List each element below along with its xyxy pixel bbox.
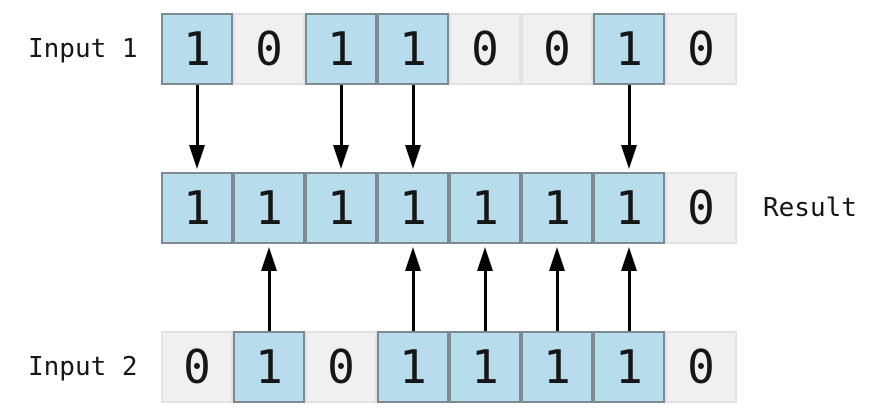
result-bit-6: 1 [593,172,665,244]
input1-bit-0: 1 [161,13,233,85]
up-arrow-icon [549,247,565,331]
result-row: 1 1 1 1 1 1 1 0 [161,172,737,244]
input1-bit-7: 0 [665,13,737,85]
down-arrow-icon [333,85,349,169]
input2-bit-5: 1 [521,331,593,403]
input1-bit-2: 1 [305,13,377,85]
input2-bit-7: 0 [665,331,737,403]
result-bit-7: 0 [665,172,737,244]
input2-bit-1: 1 [233,331,305,403]
result-bit-3: 1 [377,172,449,244]
result-bit-1: 1 [233,172,305,244]
input2-bit-3: 1 [377,331,449,403]
down-arrow-icon [405,85,421,169]
down-arrow-icon [189,85,205,169]
up-arrow-icon [621,247,637,331]
input1-bit-4: 0 [449,13,521,85]
up-arrow-icon [477,247,493,331]
input1-label: Input 1 [28,34,138,64]
input1-bit-1: 0 [233,13,305,85]
down-arrow-icon [621,85,637,169]
result-label: Result [763,193,857,223]
input2-bit-2: 0 [305,331,377,403]
result-bit-0: 1 [161,172,233,244]
input2-label: Input 2 [28,352,138,382]
input2-bit-6: 1 [593,331,665,403]
input2-bit-0: 0 [161,331,233,403]
input1-bit-3: 1 [377,13,449,85]
result-bit-2: 1 [305,172,377,244]
input1-bit-6: 1 [593,13,665,85]
input1-bit-5: 0 [521,13,593,85]
up-arrow-icon [405,247,421,331]
result-bit-5: 1 [521,172,593,244]
input1-row: 1 0 1 1 0 0 1 0 [161,13,737,85]
up-arrow-icon [261,247,277,331]
input2-row: 0 1 0 1 1 1 1 0 [161,331,737,403]
input2-bit-4: 1 [449,331,521,403]
result-bit-4: 1 [449,172,521,244]
